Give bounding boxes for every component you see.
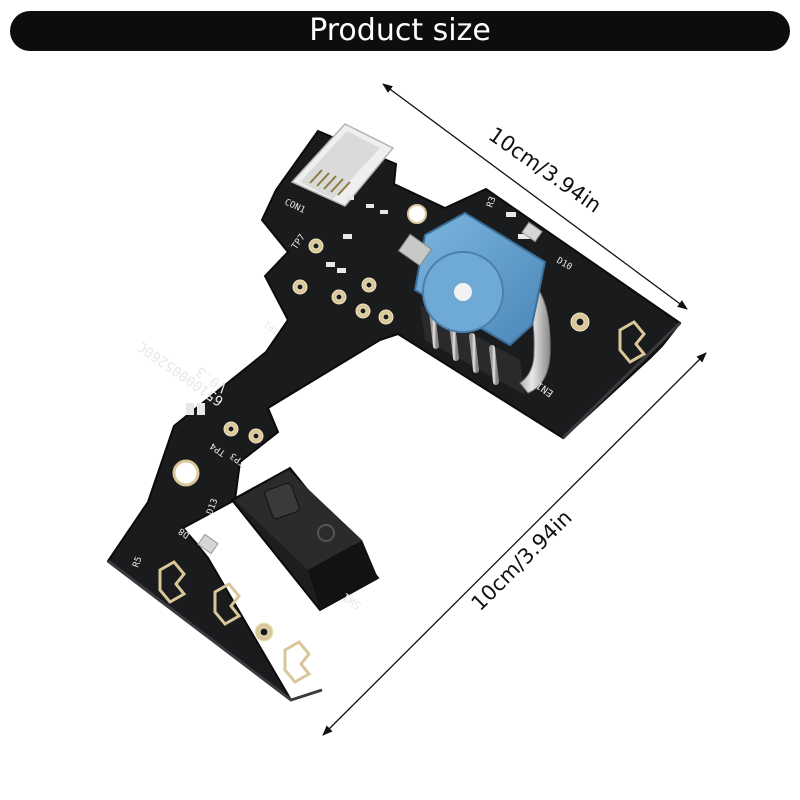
silk-r5: R5 bbox=[131, 555, 144, 569]
banner-title: Product size bbox=[309, 13, 491, 48]
pad-footprints bbox=[158, 320, 647, 684]
led-bottom bbox=[197, 533, 219, 555]
test-pads bbox=[223, 238, 590, 642]
silk-tp1: TP1 bbox=[263, 318, 282, 336]
silk-r3: R3 bbox=[485, 195, 498, 209]
led-top bbox=[521, 221, 543, 243]
dimension-label-right: 10cm/3.94in bbox=[467, 505, 577, 615]
fpc-connector bbox=[290, 123, 395, 207]
dimension-line-top bbox=[382, 83, 688, 310]
title-banner: Product size bbox=[10, 11, 790, 51]
mounting-hole bbox=[172, 459, 200, 487]
mounting-hole bbox=[407, 204, 427, 224]
pcb-board bbox=[106, 129, 682, 701]
dimension-line-right bbox=[322, 352, 707, 736]
rotary-encoder bbox=[397, 211, 551, 395]
micro-switch bbox=[230, 466, 380, 612]
